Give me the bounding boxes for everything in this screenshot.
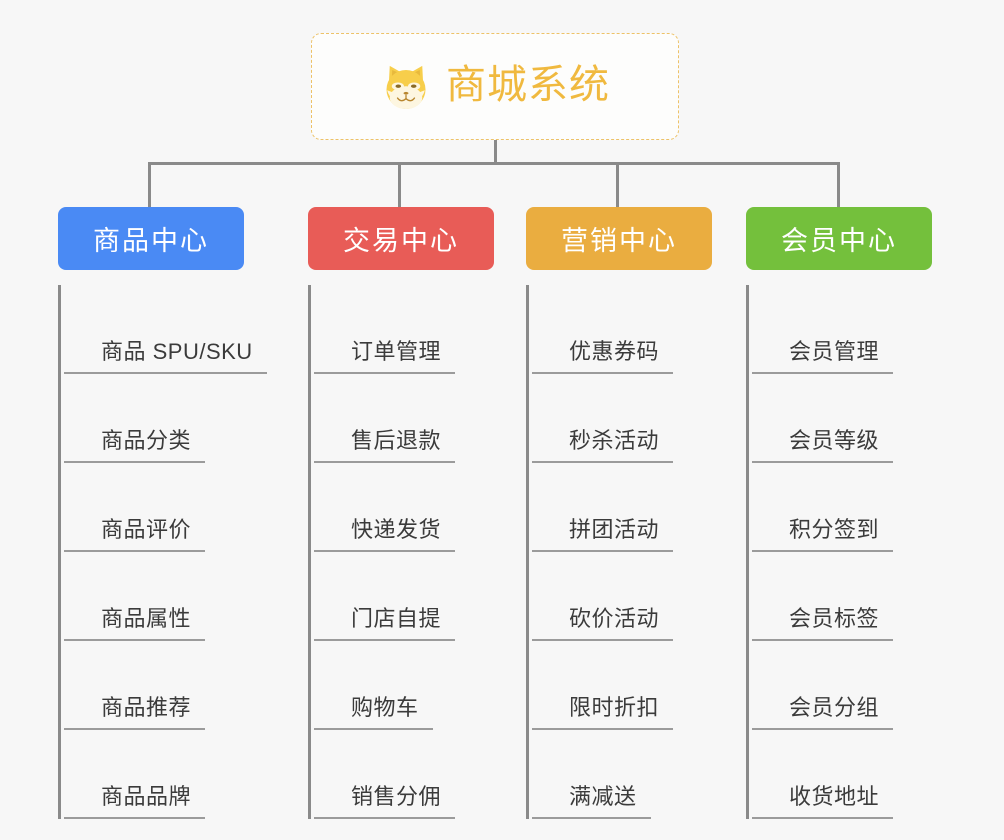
branch-product-center: 商品中心 商品 SPU/SKU 商品分类 商品评价 商品属性 商品推荐 商品品牌	[58, 207, 267, 819]
list-item[interactable]: 砍价活动	[532, 552, 712, 641]
list-item-label: 商品属性	[64, 606, 206, 641]
list-item-label: 会员标签	[752, 606, 894, 641]
list-item-label: 售后退款	[314, 428, 456, 463]
list-item-label: 订单管理	[314, 339, 456, 374]
list-item[interactable]: 商品品牌	[64, 730, 244, 819]
list-item-label: 拼团活动	[532, 517, 674, 552]
root-node-title: 商城系统	[446, 63, 610, 107]
list-item[interactable]: 满减送	[532, 730, 712, 819]
list-item[interactable]: 门店自提	[314, 552, 494, 641]
list-item-label: 购物车	[314, 695, 433, 730]
root-node-mall-system[interactable]: 商城系统	[311, 33, 679, 140]
list-item-label: 限时折扣	[532, 695, 674, 730]
branch-header-2[interactable]: 营销中心	[526, 207, 712, 270]
list-item[interactable]: 订单管理	[314, 285, 494, 374]
list-item-label: 商品分类	[64, 428, 206, 463]
branch-header-label-1: 交易中心	[343, 226, 459, 256]
list-item-label: 销售分佣	[314, 784, 456, 819]
branch-items-1: 订单管理 售后退款 快递发货 门店自提 购物车 销售分佣	[308, 285, 494, 819]
list-item[interactable]: 售后退款	[314, 374, 494, 463]
list-item-label: 会员管理	[752, 339, 894, 374]
list-item-label: 商品品牌	[64, 784, 206, 819]
connector-root-stem	[494, 140, 497, 164]
list-item[interactable]: 秒杀活动	[532, 374, 712, 463]
list-item[interactable]: 会员分组	[752, 641, 932, 730]
list-item-label: 商品推荐	[64, 695, 206, 730]
list-item-label: 商品评价	[64, 517, 206, 552]
list-item-label: 收货地址	[752, 784, 894, 819]
list-item[interactable]: 快递发货	[314, 463, 494, 552]
list-item-label: 满减送	[532, 784, 651, 819]
branch-header-label-3: 会员中心	[781, 226, 897, 256]
shiba-dog-face-icon	[380, 61, 432, 113]
branch-marketing-center: 营销中心 优惠券码 秒杀活动 拼团活动 砍价活动 限时折扣 满减送	[526, 207, 712, 819]
list-item[interactable]: 优惠券码	[532, 285, 712, 374]
list-item[interactable]: 会员标签	[752, 552, 932, 641]
list-item[interactable]: 购物车	[314, 641, 494, 730]
list-item[interactable]: 积分签到	[752, 463, 932, 552]
list-item[interactable]: 收货地址	[752, 730, 932, 819]
list-item[interactable]: 商品属性	[64, 552, 244, 641]
list-item[interactable]: 销售分佣	[314, 730, 494, 819]
branch-items-0: 商品 SPU/SKU 商品分类 商品评价 商品属性 商品推荐 商品品牌	[58, 285, 267, 819]
connector-drop-branch-0	[148, 162, 151, 208]
list-item[interactable]: 商品推荐	[64, 641, 244, 730]
branch-header-3[interactable]: 会员中心	[746, 207, 932, 270]
list-item-label: 砍价活动	[532, 606, 674, 641]
list-item[interactable]: 会员等级	[752, 374, 932, 463]
list-item[interactable]: 商品 SPU/SKU	[64, 285, 267, 374]
list-item-label: 会员等级	[752, 428, 894, 463]
branch-header-label-2: 营销中心	[561, 226, 677, 256]
branch-items-3: 会员管理 会员等级 积分签到 会员标签 会员分组 收货地址	[746, 285, 932, 819]
connector-drop-branch-2	[616, 162, 619, 208]
list-item[interactable]: 会员管理	[752, 285, 932, 374]
connector-drop-branch-3	[837, 162, 840, 208]
branch-member-center: 会员中心 会员管理 会员等级 积分签到 会员标签 会员分组 收货地址	[746, 207, 932, 819]
branch-header-1[interactable]: 交易中心	[308, 207, 494, 270]
connector-drop-branch-1	[398, 162, 401, 208]
list-item[interactable]: 商品评价	[64, 463, 244, 552]
branch-items-2: 优惠券码 秒杀活动 拼团活动 砍价活动 限时折扣 满减送	[526, 285, 712, 819]
list-item-label: 优惠券码	[532, 339, 674, 374]
list-item-label: 门店自提	[314, 606, 456, 641]
list-item-label: 快递发货	[314, 517, 456, 552]
branch-header-0[interactable]: 商品中心	[58, 207, 244, 270]
list-item[interactable]: 限时折扣	[532, 641, 712, 730]
list-item-label: 商品 SPU/SKU	[64, 339, 267, 374]
branch-header-label-0: 商品中心	[93, 226, 209, 256]
list-item[interactable]: 拼团活动	[532, 463, 712, 552]
list-item-label: 秒杀活动	[532, 428, 674, 463]
list-item[interactable]: 商品分类	[64, 374, 244, 463]
list-item-label: 会员分组	[752, 695, 894, 730]
list-item-label: 积分签到	[752, 517, 894, 552]
branch-trade-center: 交易中心 订单管理 售后退款 快递发货 门店自提 购物车 销售分佣	[308, 207, 494, 819]
connector-horizontal-bar	[148, 162, 840, 165]
